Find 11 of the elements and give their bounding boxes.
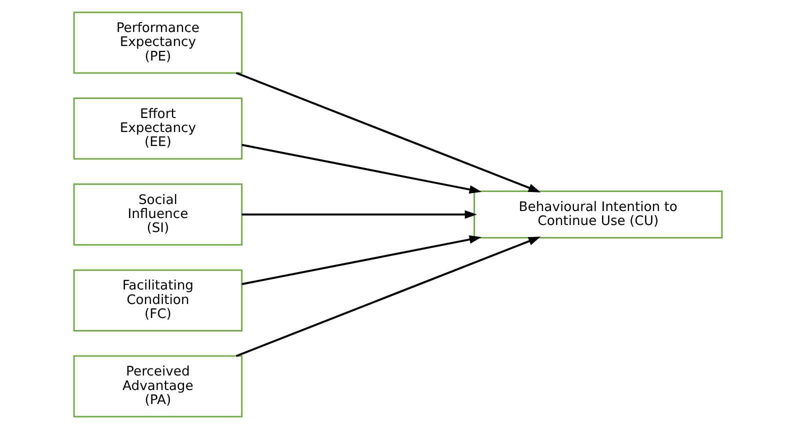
node-box: Performance Expectancy (PE) bbox=[72, 12, 242, 74]
node-box: Facilitating Condition (FC) bbox=[72, 269, 242, 332]
node-box: Effort Expectancy (EE) bbox=[72, 98, 242, 160]
arrow bbox=[235, 236, 540, 357]
node-box: Behavioural Intention to Continue Use (CU) bbox=[473, 190, 722, 238]
arrow bbox=[241, 235, 482, 286]
node-box: Social Influence (SI) bbox=[72, 183, 242, 246]
arrow bbox=[235, 72, 540, 192]
arrow bbox=[241, 210, 476, 219]
arrow bbox=[241, 144, 482, 194]
node-box: Perceived Advantage (PA) bbox=[72, 355, 242, 418]
